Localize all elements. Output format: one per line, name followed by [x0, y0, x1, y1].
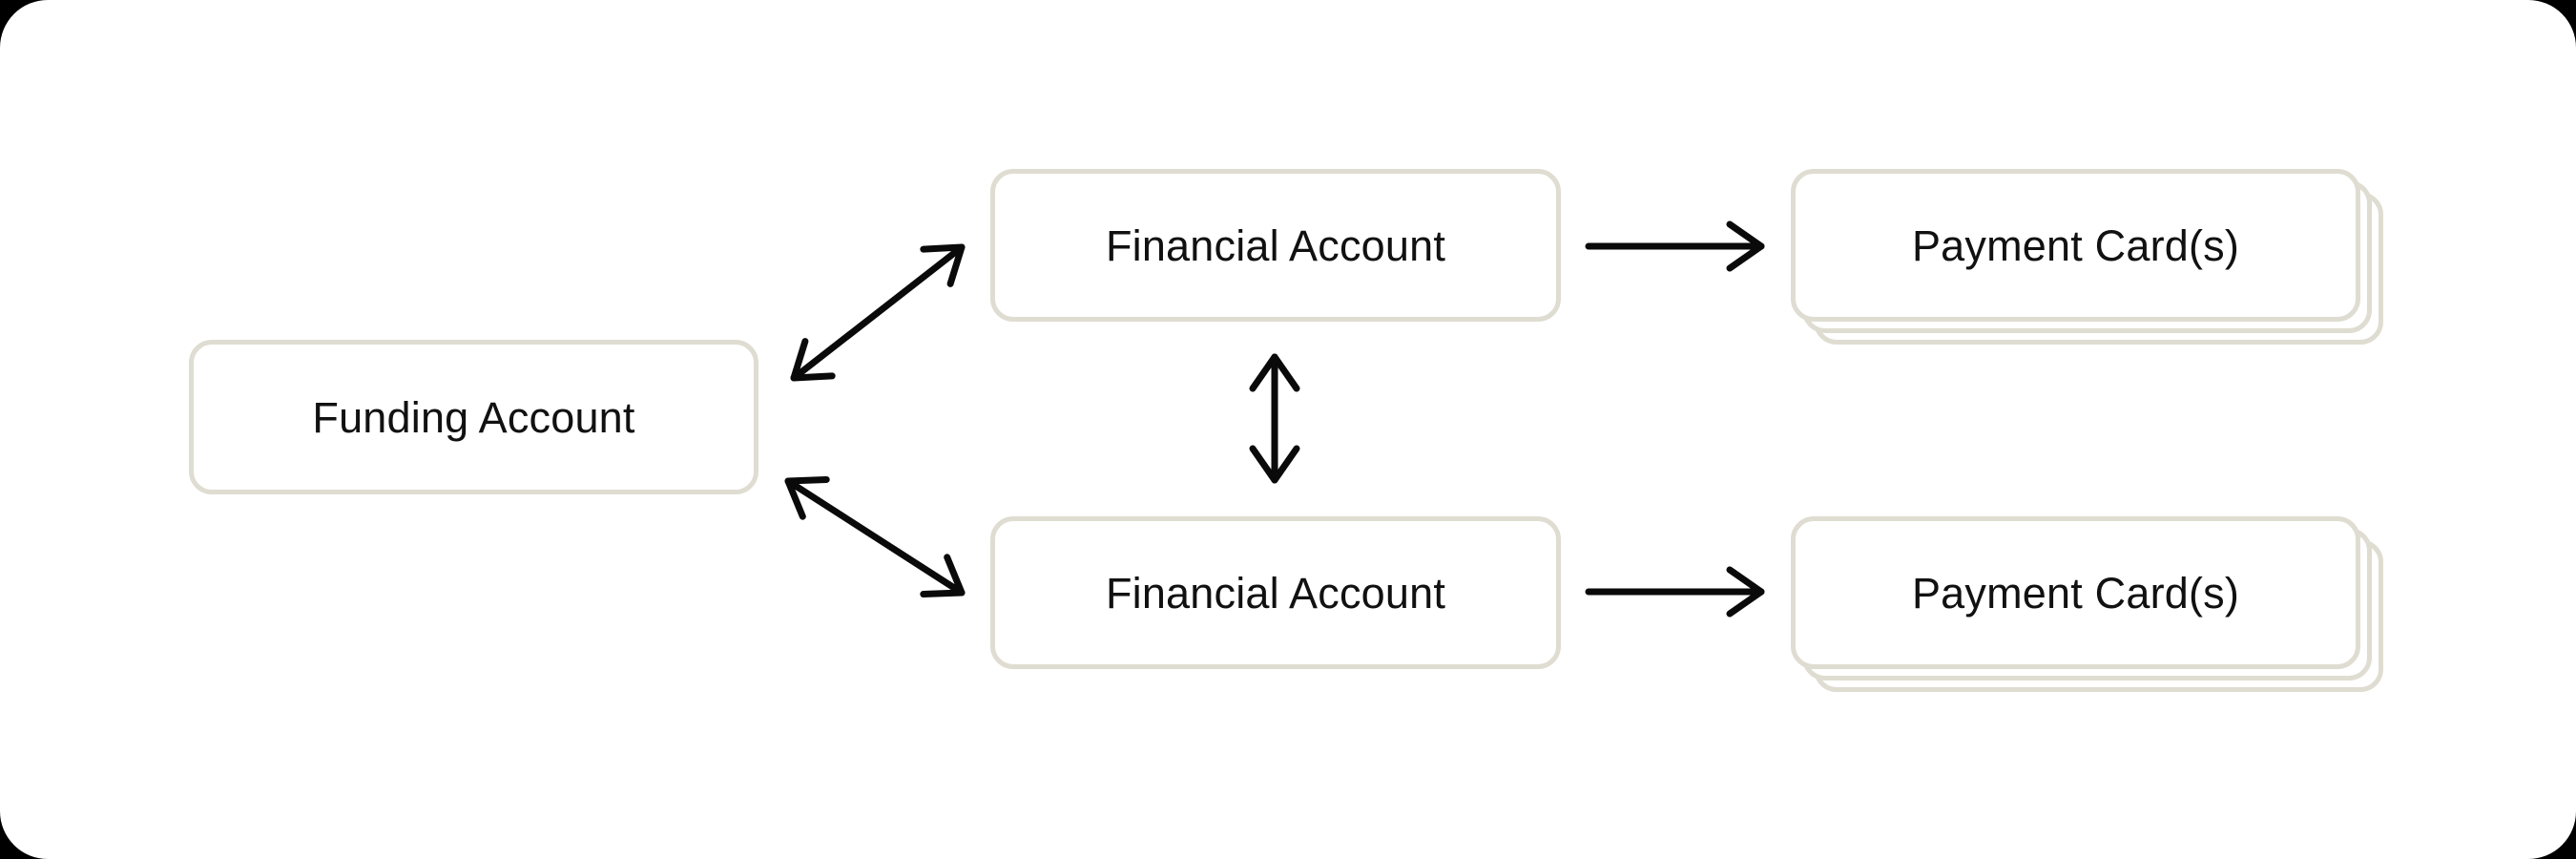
- node-funding-account: Funding Account: [189, 340, 758, 494]
- node-financial-account-top: Financial Account: [990, 169, 1561, 322]
- financial-account-bottom-label: Financial Account: [1105, 568, 1446, 618]
- payment-cards-top-label: Payment Card(s): [1911, 220, 2240, 270]
- edge-funding-to-financial-top: [790, 243, 966, 382]
- funding-account-box: Funding Account: [189, 340, 758, 494]
- payment-cards-bottom-box: Payment Card(s): [1791, 516, 2360, 669]
- payment-cards-bottom-label: Payment Card(s): [1911, 568, 2240, 618]
- node-payment-cards-top: Payment Card(s): [1791, 169, 2383, 345]
- payment-cards-top-box: Payment Card(s): [1791, 169, 2360, 322]
- funding-account-label: Funding Account: [312, 392, 635, 442]
- node-financial-account-bottom: Financial Account: [990, 516, 1561, 669]
- financial-account-bottom-box: Financial Account: [990, 516, 1561, 669]
- financial-account-top-box: Financial Account: [990, 169, 1561, 322]
- node-payment-cards-bottom: Payment Card(s): [1791, 516, 2383, 692]
- edge-funding-to-financial-bottom: [784, 475, 966, 598]
- financial-account-top-label: Financial Account: [1105, 220, 1446, 270]
